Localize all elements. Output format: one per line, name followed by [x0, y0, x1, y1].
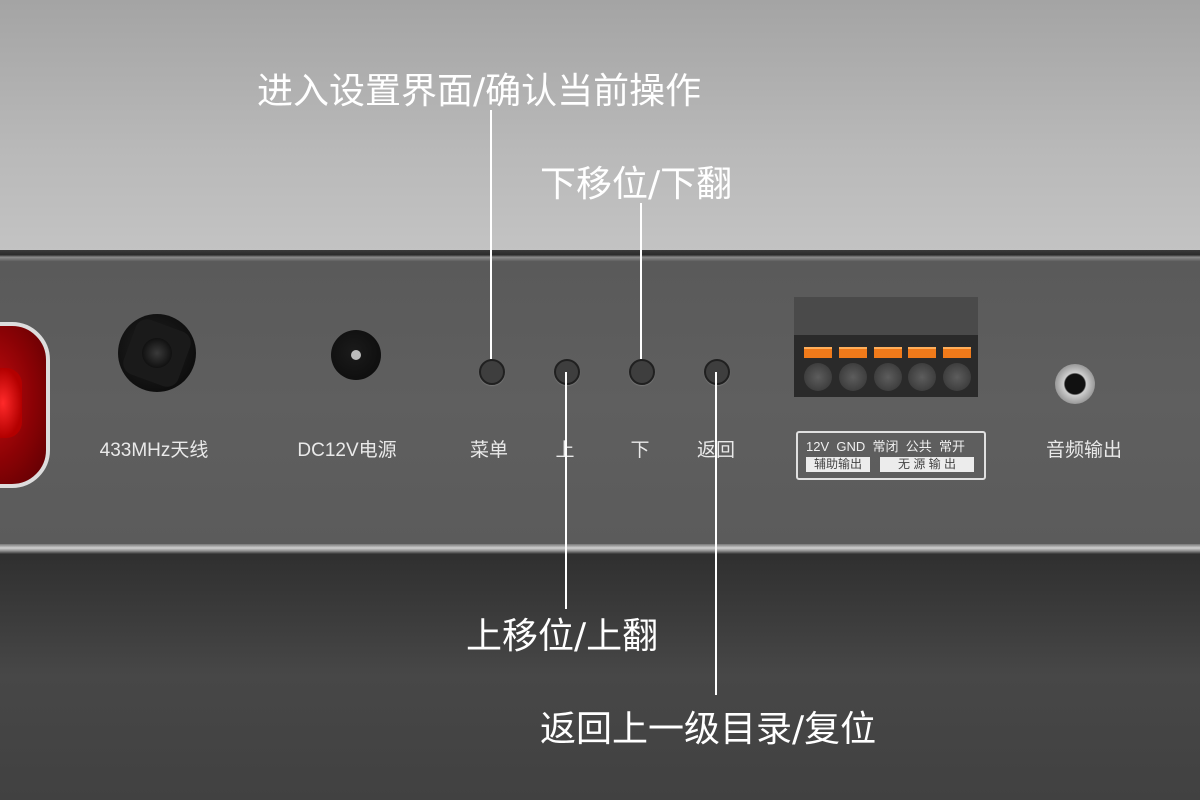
down-callout: 下移位/下翻 — [540, 164, 733, 205]
antenna-connector — [118, 314, 196, 392]
terminal-legend-top: 12V GND 常闭 公共 常开 — [806, 439, 966, 454]
up-callout: 上移位/上翻 — [466, 616, 659, 657]
back-callout-line — [715, 372, 717, 695]
back-callout: 返回上一级目录/复位 — [540, 709, 877, 750]
panel-top-edge — [0, 250, 1200, 262]
up-callout-line — [565, 372, 567, 609]
menu-callout-line — [490, 110, 492, 359]
background-top — [0, 0, 1200, 252]
terminal-block — [794, 297, 978, 397]
red-knob — [0, 322, 50, 488]
down-button[interactable] — [629, 359, 655, 385]
antenna-label: 433MHz天线 — [99, 440, 209, 461]
back-button[interactable] — [704, 359, 730, 385]
audio-jack — [1055, 364, 1095, 404]
power-label: DC12V电源 — [297, 440, 397, 461]
menu-callout: 进入设置界面/确认当前操作 — [257, 71, 702, 112]
down-callout-line — [640, 203, 642, 359]
down-label: 下 — [630, 440, 650, 461]
aux-output-label: 辅助输出 — [806, 457, 870, 472]
dry-output-label: 无 源 输 出 — [880, 457, 974, 472]
menu-button[interactable] — [479, 359, 505, 385]
audio-label: 音频输出 — [1045, 440, 1123, 461]
dc-power-jack — [331, 330, 381, 380]
up-button[interactable] — [554, 359, 580, 385]
device-back-panel — [0, 262, 1200, 544]
background-bottom — [0, 552, 1200, 800]
terminal-legend: 12V GND 常闭 公共 常开 辅助输出 无 源 输 出 — [796, 431, 986, 480]
panel-bottom-edge — [0, 544, 1200, 554]
menu-label: 菜单 — [469, 440, 509, 461]
